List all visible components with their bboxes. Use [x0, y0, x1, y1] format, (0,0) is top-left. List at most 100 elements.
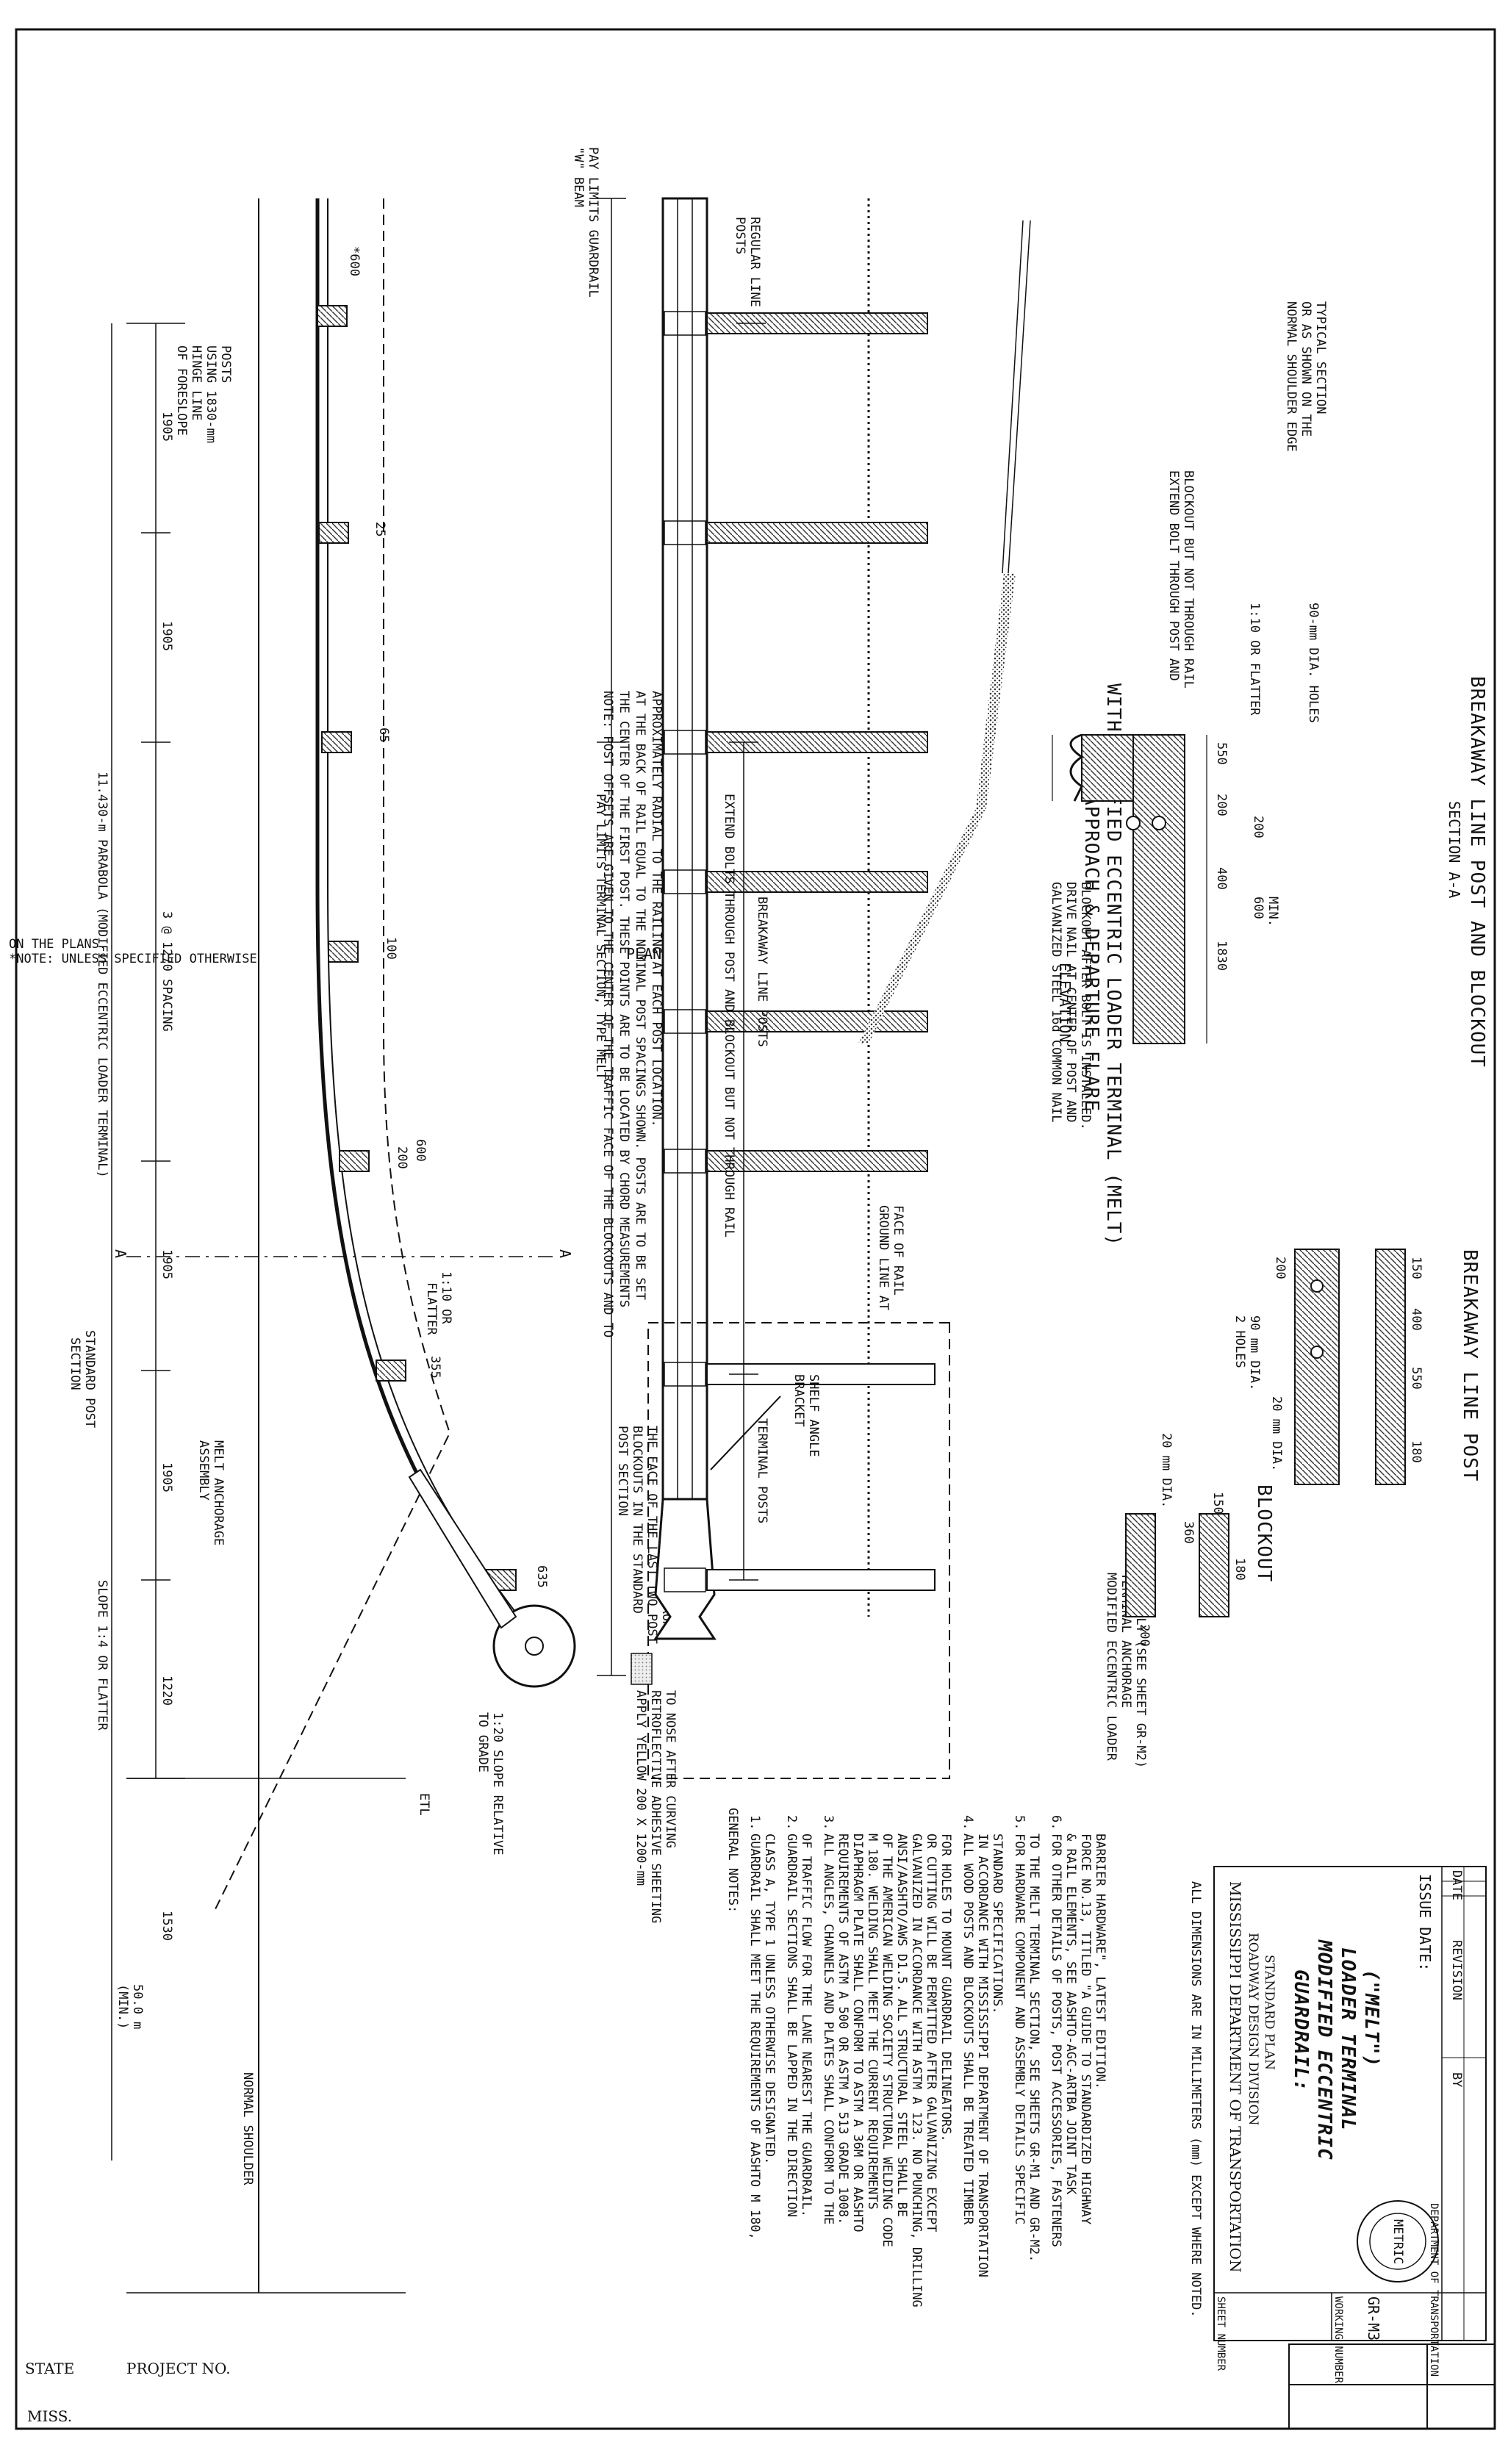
plan-spacing-3: 3 @ 1270 SPACING	[159, 911, 174, 1032]
etl-label: ETL	[417, 1793, 431, 1816]
yellow-sheeting-swatch	[631, 1653, 653, 1685]
slope-120-1: 1:20 SLOPE RELATIVE	[490, 1712, 505, 1855]
section-text: SECTION A-A BREAKAWAY LINE POST AND BLOC…	[1049, 301, 1488, 1130]
elevation-post-cap-1	[664, 311, 706, 336]
general-note-3-line-7: GALVANIZED IN ACCORDANCE WITH ASTM A 123…	[909, 1833, 924, 2307]
section-a-right: A	[112, 1249, 129, 1258]
plan-post-5	[339, 1150, 370, 1172]
pay-limits-w-1: PAY LIMITS GUARDRAIL	[586, 147, 600, 298]
elevation-post-cap-6	[664, 1149, 706, 1174]
shoulder-edge-1: NORMAL SHOULDER EDGE	[1284, 301, 1299, 452]
plan-view	[111, 198, 576, 2294]
hinge-line-3: USING 1830-mm	[204, 345, 218, 443]
plan-spacing-5: 1905	[159, 1462, 174, 1493]
rev-date: DATE	[1449, 1870, 1464, 1900]
section-holes: 90-mm DIA. HOLES	[1306, 603, 1321, 723]
terminal-nose	[653, 1498, 717, 1640]
shoulder-edge-3: TYPICAL SECTION	[1313, 301, 1328, 414]
melt-anchorage-2: ASSEMBLY	[196, 1440, 211, 1501]
plan-spacing-6: 1220	[159, 1675, 174, 1706]
footnote-line2: ON THE PLANS.	[9, 937, 107, 952]
offset-600: 600	[413, 1139, 428, 1162]
section-subtitle: BREAKAWAY LINE POST AND BLOCKOUT	[1466, 676, 1488, 1068]
plan-post-4	[328, 941, 359, 963]
terminal-detail-box	[647, 1322, 950, 1779]
general-note-5-line-1: FOR HARDWARE COMPONENT AND ASSEMBLY DETA…	[1012, 1833, 1027, 2224]
parabola-label: 11.430-m PARABOLA (MODIFIED ECCENTRIC LO…	[95, 772, 109, 1178]
extend-bolt-2: BLOCKOUT BUT NOT THROUGH RAIL	[1181, 470, 1196, 689]
general-note-3-line-6: ANSI/AASHTO/AWS D1.5. ALL STRUCTURAL STE…	[894, 1833, 909, 2217]
plan-type: STANDARD PLAN	[1262, 1955, 1277, 2070]
soil-hatch	[858, 573, 1016, 1044]
bp-holes-1: 90 mm DIA.	[1247, 1315, 1262, 1390]
slope-label: SLOPE 1:4 OR FLATTER	[95, 1580, 109, 1731]
general-note-3-line-5: OF THE AMERICAN WELDING SOCIETY STRUCTUR…	[880, 1833, 894, 2247]
general-note-5-num: 5.	[1012, 1815, 1027, 1830]
hinge-line-4: POSTS	[218, 345, 233, 383]
blockout-dim-150: 150	[1210, 1492, 1225, 1515]
apply-yellow-2: RETROFLECTIVE ADHESIVE SHEETING	[648, 1690, 663, 1923]
modified-anchorage-3: ASSEMBLY (SEE SHEET GR-M2)	[1133, 1573, 1148, 1768]
section-a-left: A	[556, 1249, 574, 1258]
breakaway-post-top	[1375, 1249, 1406, 1485]
general-note-3-line-9: FOR HOLES TO MOUNT GUARDRAIL DELINEATORS…	[938, 1833, 953, 2142]
plan-text: PLAN STANDARD POST 11.430-m PARABOLA (MO…	[68, 246, 674, 2185]
plan-offset-6: 635	[534, 1565, 549, 1588]
plan-title: PLAN	[626, 945, 661, 963]
general-note-3-line-8: OR CUTTING WILL BE PERMITTED AFTER GALVA…	[924, 1833, 938, 2232]
elevation-subtitle1: APPROACH & DEPARTURE FLARE	[1080, 794, 1102, 1112]
slope-110-b: FLATTER	[424, 1282, 439, 1335]
sec-dim-550: 550	[1214, 742, 1229, 765]
w-beam-rail	[661, 197, 708, 1501]
sec-dim-200a: 200	[1214, 794, 1229, 816]
working-number: GR-M3	[1365, 2296, 1382, 2341]
drawing-title-2: MODIFIED ECCENTRIC	[1313, 1939, 1335, 2161]
section-slope: 1:10 OR FLATTER	[1247, 603, 1262, 716]
breakaway-post-side	[1294, 1249, 1340, 1485]
general-note-6-line-4: BARRIER HARDWARE", LATEST EDITION.	[1093, 1833, 1107, 2089]
nail-1: GALVANIZED STEEL 16d COMMON NAIL	[1049, 882, 1063, 1123]
elevation-post-7	[706, 1363, 936, 1385]
footnote: *NOTE: UNLESS SPECIFIED OTHERWISE ON THE…	[9, 937, 257, 966]
melt-anchorage-plan	[408, 1468, 576, 1688]
sec-dim-min: MIN.	[1265, 897, 1280, 927]
general-note-2-num: 2.	[784, 1815, 799, 1830]
issue-date: ISSUE DATE:	[1416, 1874, 1434, 1971]
elevation-post-cap-7	[664, 1362, 706, 1387]
project-label: PROJECT NO.	[126, 2360, 231, 2377]
seal-text: DEPARTMENT OF TRANSPORTATION	[1428, 2203, 1440, 2377]
state-label: STATE	[25, 2360, 74, 2377]
hinge-line-2: OF FORESLOPE	[174, 345, 189, 436]
sheet-border	[15, 28, 1496, 2430]
shelf-angle-2: BRACKET	[791, 1374, 806, 1427]
plan-offset-2: 65	[376, 728, 391, 742]
plan-spacing-7: 1530	[159, 1911, 174, 1941]
terminal-posts: TERMINAL POSTS	[755, 1418, 769, 1523]
section-a-a	[858, 220, 1207, 1044]
breakaway-posts: BREAKAWAY LINE POSTS	[755, 897, 769, 1047]
plan-rail	[315, 198, 525, 1640]
elevation-post-4	[706, 871, 928, 893]
min-width-1: 50.0 m	[130, 1984, 145, 2029]
shelf-angle-1: SHELF ANGLE	[806, 1374, 821, 1457]
elevation-view	[597, 197, 950, 1779]
blockout-dim-200: 200	[1137, 1624, 1152, 1647]
pay-limits-terminal: PAY LIMITS TERMINAL SECTION, TYPE MELT	[593, 794, 608, 1080]
elevation-post-6	[706, 1150, 928, 1172]
apply-yellow-1: APPLY YELLOW 200 X 1200-mm	[633, 1690, 648, 1886]
division: ROADWAY DESIGN DIVISION	[1246, 1933, 1260, 2125]
general-note-6-line-3: FORCE NO.13, TITLED "A GUIDE TO STANDARD…	[1078, 1833, 1093, 2224]
nail-2: DRIVE NAIL AT CENTER OF POST AND	[1063, 882, 1078, 1123]
elevation-post-5	[706, 1010, 928, 1032]
elevation-post-cap-8	[664, 1567, 706, 1592]
regular-posts-2: POSTS	[733, 217, 747, 254]
bp-dim-180: 180	[1409, 1440, 1423, 1463]
hinge-line-dashed	[214, 198, 451, 1911]
tangent-line-3: BLOCKOUTS IN THE STANDARD	[630, 1426, 645, 1614]
blockout-detail: BLOCKOUT 20 mm DIA. 150 360 180 200	[1125, 1433, 1275, 1647]
blockout-dim-180: 180	[1232, 1558, 1247, 1581]
slope-110-a: 1:10 OR	[439, 1271, 453, 1324]
plan-post-2	[318, 522, 349, 544]
hinge-line-1: HINGE LINE	[189, 345, 204, 420]
std-post-2: SECTION	[68, 1337, 82, 1390]
